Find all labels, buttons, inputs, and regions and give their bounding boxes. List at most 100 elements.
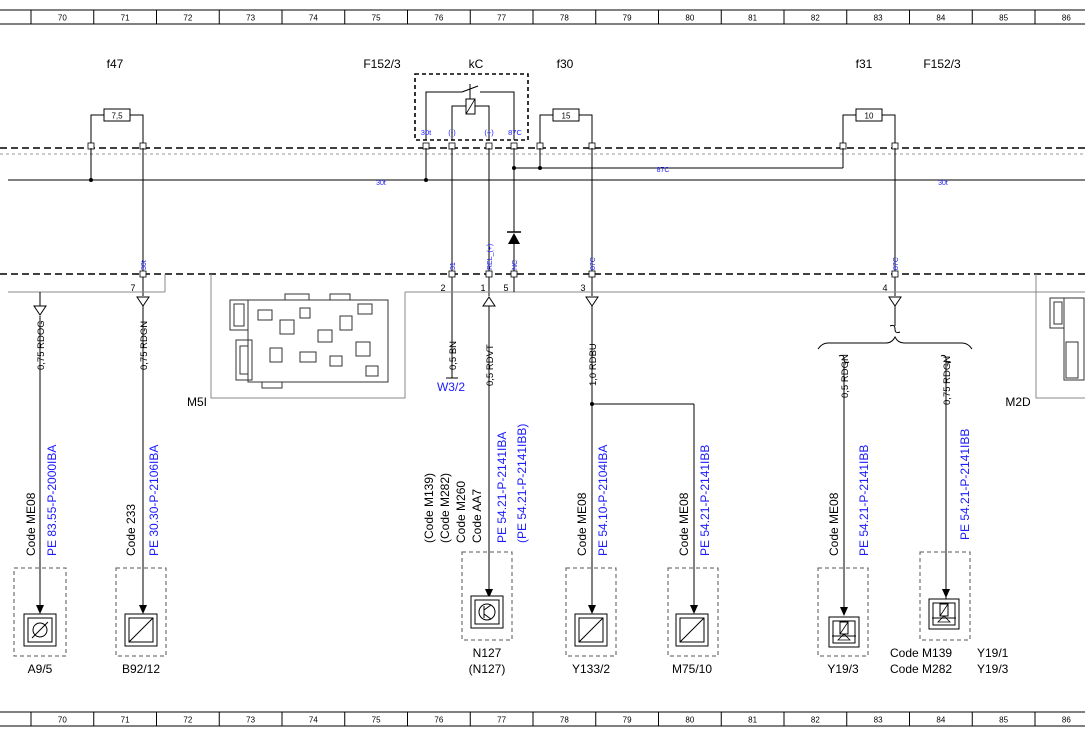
wire-spec-label: 0,75 RDGN (942, 356, 953, 405)
code-label: Code ME08 (24, 492, 38, 556)
ruler-bottom-cell: 73 (246, 716, 255, 725)
component-y19-1-label: Y19/1 (977, 646, 1009, 660)
ruler-top-cell: 71 (121, 14, 130, 23)
code-label: (Code M139) (422, 473, 436, 543)
valve-icon (928, 598, 960, 630)
ruler-bottom-cell: 81 (748, 716, 757, 725)
sensor-icon (23, 613, 57, 647)
fuse-f47-label: f47 (107, 57, 124, 71)
ruler-bottom-cell: 75 (372, 716, 381, 725)
reference-link: PE 30.30-P-2106IBA (147, 445, 161, 556)
ruler-bottom-cell: 74 (309, 716, 318, 725)
bus-87c-label: 87C (657, 167, 670, 174)
connector-pin-number: 3 (580, 283, 585, 293)
valve-icon (828, 616, 860, 648)
branch-brace (817, 324, 973, 364)
component-y19-3-frame (817, 567, 869, 657)
connector-pin-number: 5 (503, 283, 508, 293)
fuse-f47-rating: 7,5 (111, 112, 123, 121)
actuator-icon (675, 613, 709, 647)
code-label: (Code M282) (438, 473, 452, 543)
fuse-f30-label: f30 (557, 57, 574, 71)
fuse-f31: 10 (842, 108, 896, 148)
connector-pin-number: 7 (130, 283, 135, 293)
connector-arrow-icons (33, 296, 902, 316)
code-label: Code ME08 (575, 492, 589, 556)
wire-spec-label: 0,75 RDGN (139, 321, 150, 370)
component-b92-12-frame (115, 567, 167, 657)
module-m5i-label: M5I (187, 395, 207, 409)
relay-pin-minus: (-) (448, 128, 456, 137)
component-m75-10-frame (667, 567, 719, 657)
connector-pin-label: 87C (590, 257, 597, 270)
ruler-bottom-cell: 70 (58, 716, 67, 725)
ruler-bottom-cell: 85 (999, 716, 1008, 725)
components (13, 551, 971, 657)
connector-pin-label: 87C (893, 257, 900, 270)
code-label: Code AA7 (470, 489, 484, 543)
ruler-top-cell: 74 (309, 14, 318, 23)
reference-link: PE 83.55-P-2000IBA (45, 445, 59, 556)
ruler-top-cell: 83 (874, 14, 883, 23)
ruler-bottom-cell: 77 (497, 716, 506, 725)
component-m75-10-label: M75/10 (672, 662, 712, 676)
connector-terminals (139, 270, 899, 278)
ruler-bottom-cell: 78 (560, 716, 569, 725)
ruler-top-cell: 81 (748, 14, 757, 23)
transistor-icon (470, 595, 504, 629)
ruler-bottom-cell: 71 (121, 716, 130, 725)
component-n127-frame (461, 551, 513, 641)
bus-30t-label-left: 30t (376, 180, 386, 187)
ruler-top-cell: 78 (560, 14, 569, 23)
ruler-top-cell: 73 (246, 14, 255, 23)
ruler-top-cell: 72 (183, 14, 192, 23)
connector-icon (229, 293, 389, 389)
ruler-bottom-cell: 83 (874, 716, 883, 725)
code-label: Code ME08 (677, 492, 691, 556)
module-m2d-outline (1035, 274, 1085, 399)
relay-kc: 30t (-) (+) 87C (414, 73, 529, 141)
component-a9-5-label: A9/5 (28, 662, 53, 676)
sensor-icon (124, 613, 158, 647)
connector-pin-number: 1 (480, 283, 485, 293)
diode-icon (507, 231, 521, 244)
fuse-box-terminals (87, 142, 899, 150)
ground-w3-2-label: W3/2 (437, 380, 465, 394)
wire-spec-label: 0,5 RDVT (485, 344, 496, 386)
ruler-top-cell: 80 (685, 14, 694, 23)
component-y19-3-label: Y19/3 (827, 662, 859, 676)
reference-link: (PE 54.21-P-2141IBB) (515, 424, 529, 543)
ruler-bottom-cell: 72 (183, 716, 192, 725)
ruler-top-cell: 79 (623, 14, 632, 23)
relay-unit-label-left: F152/3 (363, 57, 401, 71)
relay-unit-label-right: F152/3 (923, 57, 961, 71)
ruler-top-cell: 75 (372, 14, 381, 23)
ruler-top-cell: 76 (434, 14, 443, 23)
ruler-top-cell: 84 (936, 14, 945, 23)
code-label: Code ME08 (827, 492, 841, 556)
ruler-bottom-cell: 86 (1062, 716, 1071, 725)
relay-pin-plus: (+) (484, 128, 494, 137)
bus-30t-label-right: 30t (938, 180, 948, 187)
relay-kc-label: kC (469, 57, 484, 71)
component-y19-3b-label: Y19/3 (977, 662, 1009, 676)
ruler-bottom-cell: 84 (936, 716, 945, 725)
ruler-top-cell: 82 (811, 14, 820, 23)
code-label: Code 233 (124, 504, 138, 556)
connector-pin-label: NC (512, 260, 519, 270)
code-m139-label: Code M139 (890, 646, 952, 660)
connector-pin-number: 4 (882, 283, 887, 293)
fuse-f30: 15 (539, 108, 593, 148)
connector-pin-label: 30t (141, 260, 148, 270)
reference-link: PE 54.21-P-2141IBB (698, 445, 712, 556)
ruler-bottom-cell: 82 (811, 716, 820, 725)
connector-pin-label: REL_(+) (487, 244, 494, 270)
reference-link: PE 54.21-P-2141IBA (495, 432, 509, 543)
relay-pin-30t: 30t (421, 128, 432, 137)
